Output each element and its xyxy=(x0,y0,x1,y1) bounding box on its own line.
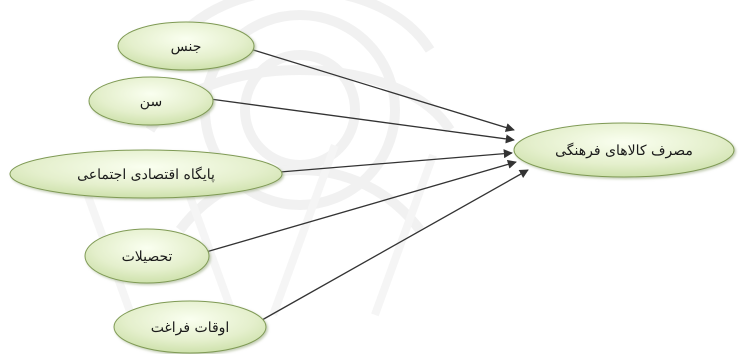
node-ellipse xyxy=(84,228,210,284)
node-ellipse xyxy=(113,300,267,354)
nodes-layer: جنس سن پایگاه اقتصادی اجتماعی تحصیلات اوقات … xyxy=(9,21,735,354)
node-ellipse xyxy=(9,149,283,199)
edge-gender-to-cultural-goods-consumption xyxy=(249,48,515,132)
node-ellipse xyxy=(513,122,735,178)
node-label: جنس xyxy=(171,39,202,55)
node-ellipse xyxy=(117,21,255,71)
edge-age-to-cultural-goods-consumption xyxy=(209,98,515,144)
node-leisure-time: اوقات فراغت xyxy=(113,300,267,354)
node-socioeconomic-status: پایگاه اقتصادی اجتماعی xyxy=(9,149,283,199)
node-label: پایگاه اقتصادی اجتماعی xyxy=(77,166,215,183)
node-label: مصرف کالاهای فرهنگی xyxy=(555,142,693,159)
node-gender: جنس xyxy=(117,21,255,71)
edge-leisure-time-to-cultural-goods-consumption xyxy=(261,169,529,321)
node-education: تحصیلات xyxy=(84,228,210,284)
node-label: تحصیلات xyxy=(122,249,173,265)
node-label: اوقات فراغت xyxy=(151,320,230,336)
node-label: سن xyxy=(140,94,162,110)
edges-layer xyxy=(205,48,529,321)
node-ellipse xyxy=(88,76,214,126)
node-age: سن xyxy=(88,76,214,126)
edge-education-to-cultural-goods-consumption xyxy=(205,159,517,253)
node-cultural-goods-consumption: مصرف کالاهای فرهنگی xyxy=(513,122,735,178)
edge-socioeconomic-status-to-cultural-goods-consumption xyxy=(279,149,513,173)
